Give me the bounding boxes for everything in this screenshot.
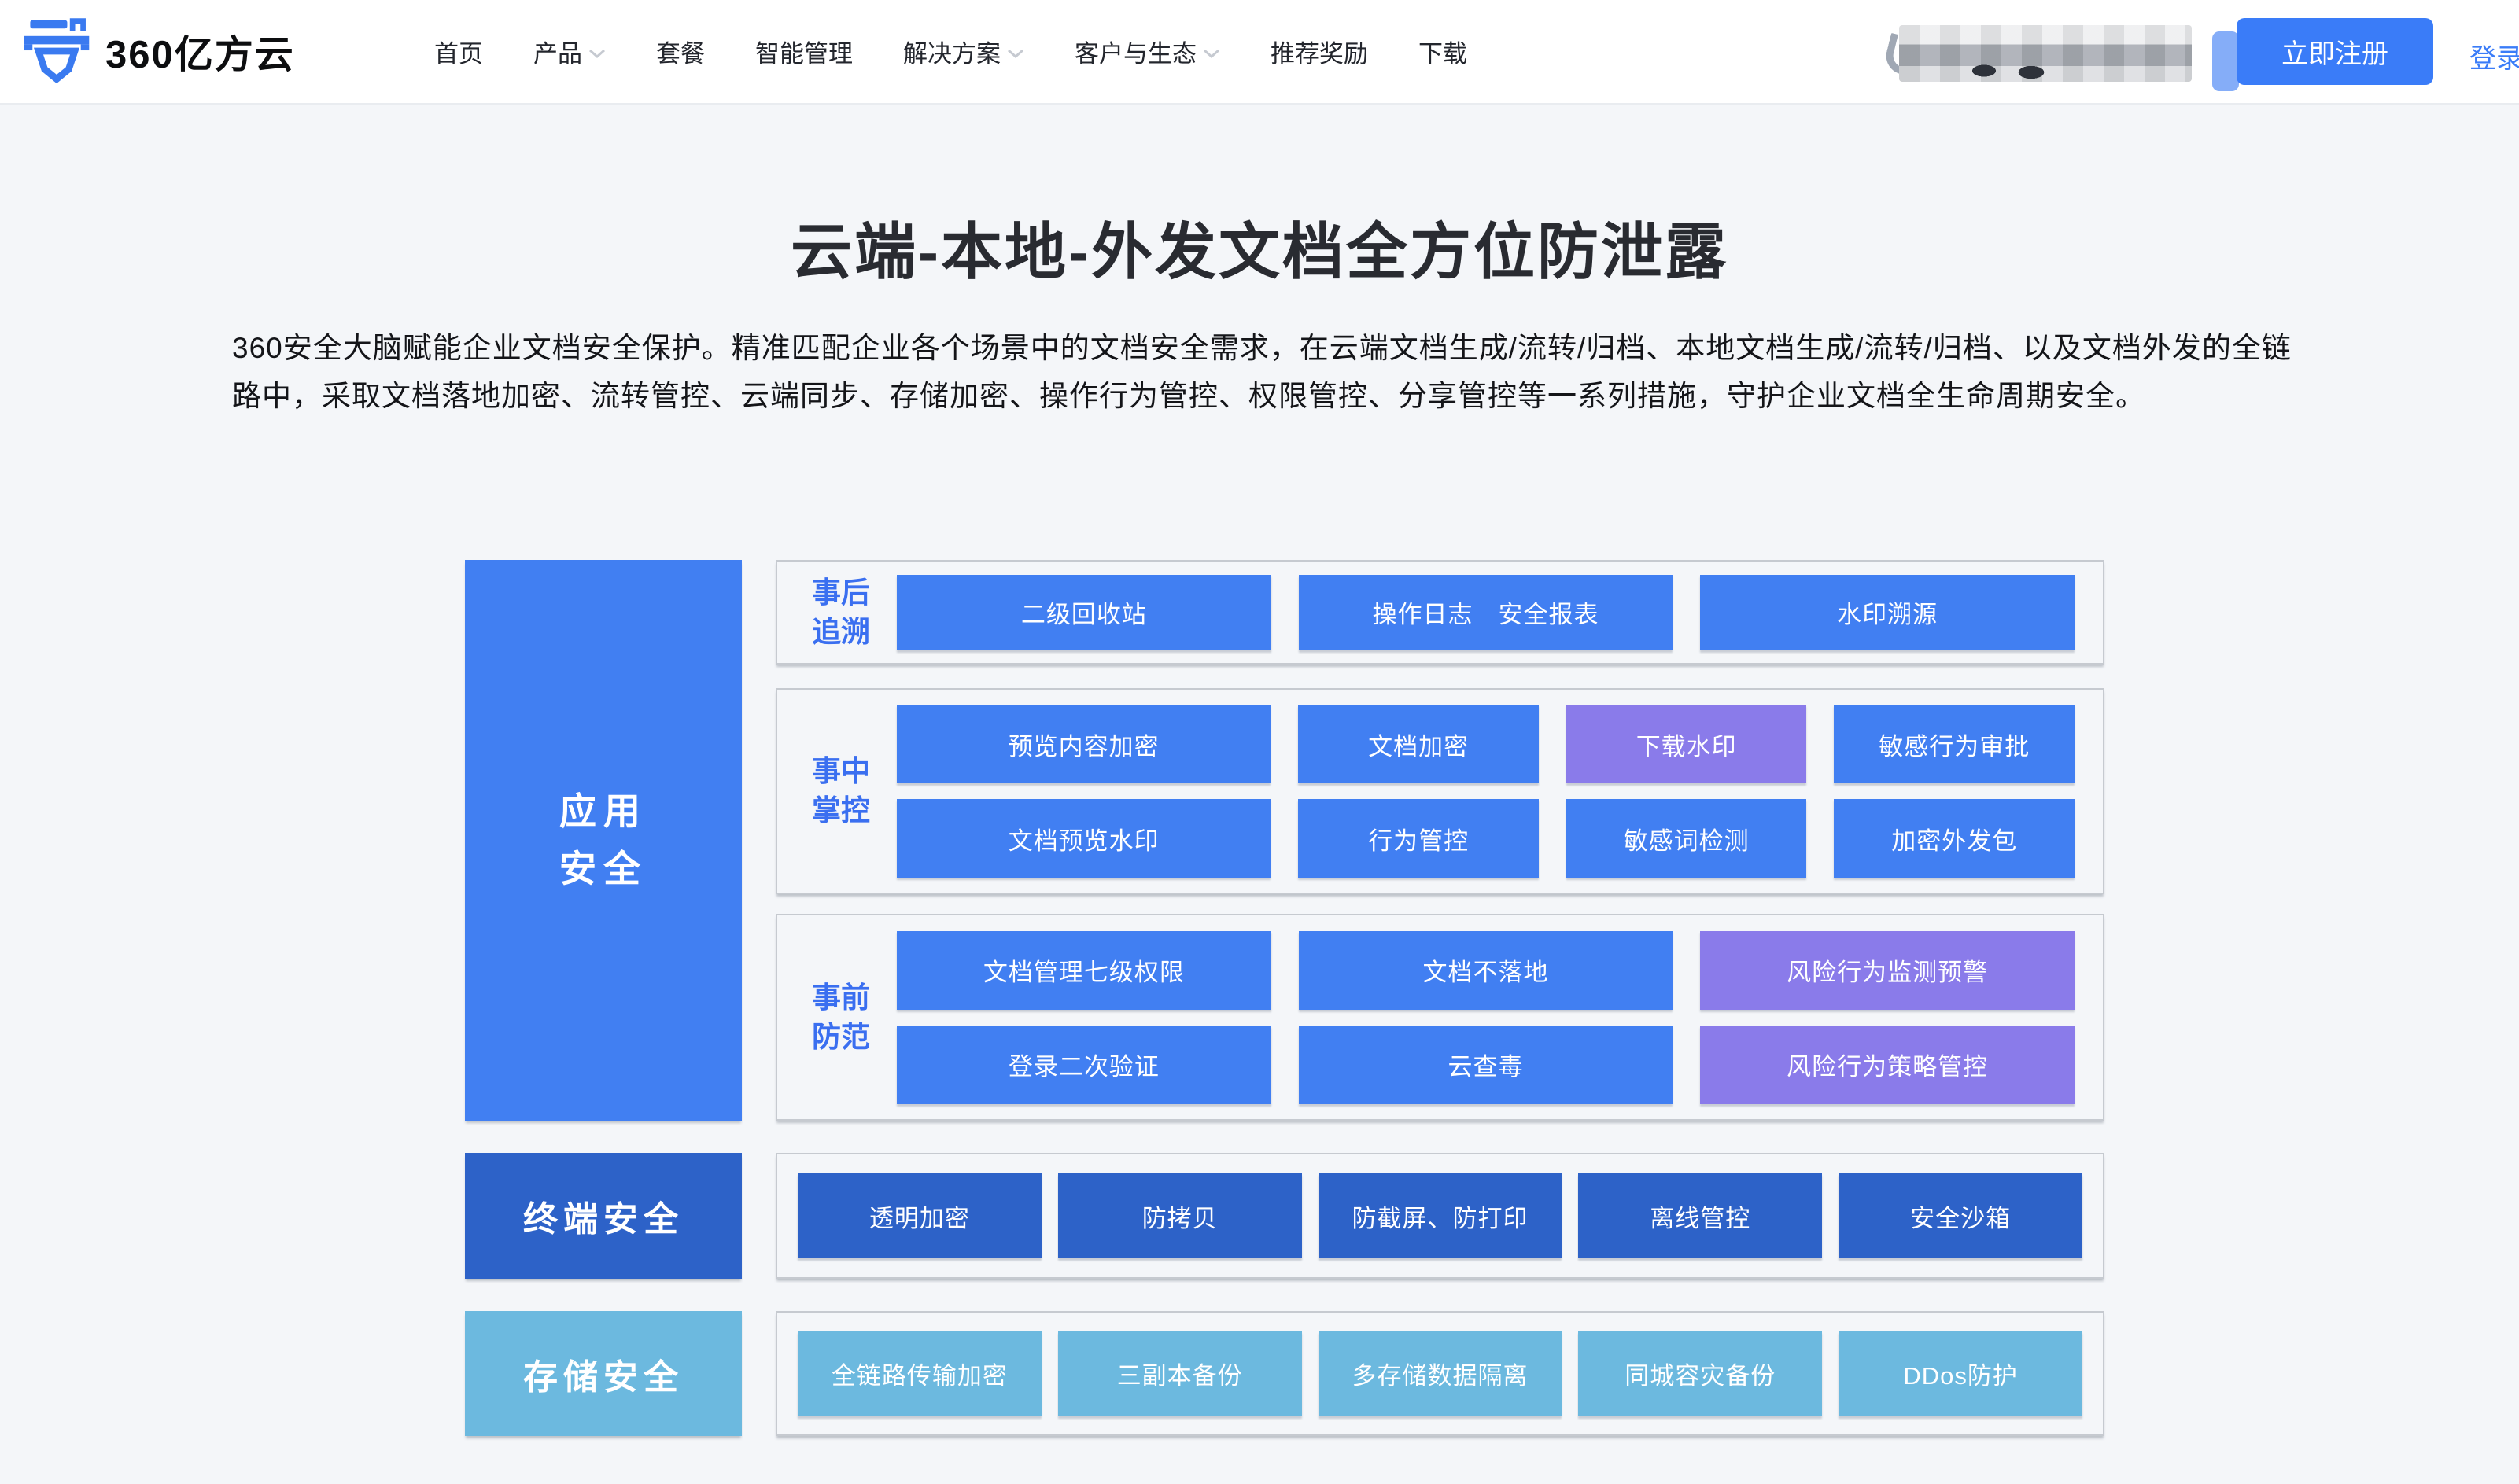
feature-box: 下载水印 <box>1566 705 1807 783</box>
stage-row-after-tracing: 事后 追溯 二级回收站 操作日志 安全报表 水印溯源 <box>776 560 2104 665</box>
logo-icon <box>24 18 90 84</box>
nav-item-referral-rewards[interactable]: 推荐奖励 <box>1271 34 1368 69</box>
stage-row-storage-security: 全链路传输加密 三副本备份 多存储数据隔离 同城容灾备份 DDos防护 <box>776 1311 2104 1436</box>
chevron-down-icon <box>1008 49 1023 58</box>
feature-grid: 文档管理七级权限 文档不落地 风险行为监测预警 登录二次验证 云查毒 风险行为策… <box>897 930 2075 1104</box>
nav-item-label: 下载 <box>1418 40 1467 68</box>
register-button[interactable]: 立即注册 <box>2237 18 2433 85</box>
feature-grid: 预览内容加密 文档加密 下载水印 敏感行为审批 文档预览水印 行为管控 敏感词检… <box>897 705 2075 878</box>
logo[interactable]: 360亿方云 <box>19 13 295 89</box>
feature-box: 同城容灾备份 <box>1578 1331 1823 1416</box>
feature-box: 文档不落地 <box>1298 930 1673 1010</box>
feature-box: 水印溯源 <box>1700 574 2075 650</box>
feature-box: 云查毒 <box>1298 1025 1673 1104</box>
feature-box: 离线管控 <box>1578 1173 1823 1258</box>
nav-item-solutions[interactable]: 解决方案 <box>903 34 1024 69</box>
feature-box: 风险行为监测预警 <box>1700 930 2075 1010</box>
nav-item-label: 解决方案 <box>903 40 1001 68</box>
feature-box: 二级回收站 <box>897 574 1271 650</box>
left-box-terminal-security: 终端安全 <box>465 1153 742 1279</box>
feature-box: 加密外发包 <box>1834 799 2075 878</box>
feature-box: 文档预览水印 <box>897 799 1271 878</box>
feature-box: 文档管理七级权限 <box>897 930 1271 1010</box>
feature-box: 敏感行为审批 <box>1834 705 2075 783</box>
left-box-label: 终端安全 <box>523 1200 684 1239</box>
stage-label: 事中 掌控 <box>812 755 870 827</box>
feature-box: 透明加密 <box>798 1173 1042 1258</box>
nav-item-label: 客户与生态 <box>1075 40 1197 68</box>
stage-row-terminal-security: 透明加密 防拷贝 防截屏、防打印 离线管控 安全沙箱 <box>776 1153 2104 1279</box>
feature-grid: 透明加密 防拷贝 防截屏、防打印 离线管控 安全沙箱 <box>798 1173 2082 1258</box>
feature-box: 行为管控 <box>1298 799 1539 878</box>
page-title: 云端-本地-外发文档全方位防泄露 <box>791 217 1728 286</box>
nav-item-products[interactable]: 产品 <box>533 34 606 69</box>
register-side-tab <box>2212 31 2239 91</box>
security-diagram: 应用 安全 终端安全 存储安全 事后 追溯 二级回收站 操作日志 安全报表 水印… <box>465 560 2104 1436</box>
left-box-application-security: 应用 安全 <box>465 560 742 1121</box>
nav-item-smart-management[interactable]: 智能管理 <box>755 34 853 69</box>
stage-label: 事后 追溯 <box>812 576 870 648</box>
left-box-label: 存储安全 <box>523 1357 684 1397</box>
nav-item-plans[interactable]: 套餐 <box>656 34 705 69</box>
chevron-down-icon <box>1204 49 1219 58</box>
nav-item-customers-ecosystem[interactable]: 客户与生态 <box>1075 34 1220 69</box>
top-navbar: 360亿方云 首页 产品 套餐 智能管理 解决方案 客户与生态 推荐奖励 下载 … <box>0 0 2519 105</box>
feature-box: DDos防护 <box>1839 1331 2082 1416</box>
chevron-down-icon <box>589 49 605 58</box>
left-box-label: 应用 安全 <box>559 790 647 889</box>
stage-label: 事前 防范 <box>812 981 870 1053</box>
page-description: 360安全大脑赋能企业文档安全保护。精准匹配企业各个场景中的文档安全需求，在云端… <box>232 332 2292 412</box>
nav-item-label: 产品 <box>533 40 582 68</box>
stage-row-in-process-control: 事中 掌控 预览内容加密 文档加密 下载水印 敏感行为审批 文档预览水印 行为管… <box>776 688 2104 894</box>
feature-box: 三副本备份 <box>1057 1331 1302 1416</box>
feature-box: 风险行为策略管控 <box>1700 1025 2075 1104</box>
feature-box: 登录二次验证 <box>897 1025 1271 1104</box>
nav-item-label: 推荐奖励 <box>1271 40 1368 68</box>
feature-box: 敏感词检测 <box>1566 799 1807 878</box>
feature-box: 防拷贝 <box>1057 1173 1302 1258</box>
left-box-storage-security: 存储安全 <box>465 1311 742 1436</box>
primary-nav: 首页 产品 套餐 智能管理 解决方案 客户与生态 推荐奖励 下载 <box>434 0 1467 103</box>
nav-item-download[interactable]: 下载 <box>1418 34 1467 69</box>
nav-item-home[interactable]: 首页 <box>434 34 483 69</box>
feature-box: 文档加密 <box>1298 705 1539 783</box>
feature-box: 多存储数据隔离 <box>1318 1331 1562 1416</box>
feature-box: 操作日志 安全报表 <box>1298 574 1673 650</box>
nav-item-label: 智能管理 <box>755 40 853 68</box>
nav-item-label: 首页 <box>434 40 483 68</box>
stage-row-pre-prevention: 事前 防范 文档管理七级权限 文档不落地 风险行为监测预警 登录二次验证 云查毒… <box>776 914 2104 1121</box>
feature-box: 防截屏、防打印 <box>1318 1173 1562 1258</box>
blurred-phone-number <box>1899 25 2192 82</box>
nav-item-label: 套餐 <box>656 40 705 68</box>
feature-box: 预览内容加密 <box>897 705 1271 783</box>
feature-box: 安全沙箱 <box>1839 1173 2082 1258</box>
logo-text: 360亿方云 <box>105 33 295 76</box>
feature-grid: 二级回收站 操作日志 安全报表 水印溯源 <box>897 574 2075 650</box>
feature-box: 全链路传输加密 <box>798 1331 1042 1416</box>
feature-grid: 全链路传输加密 三副本备份 多存储数据隔离 同城容灾备份 DDos防护 <box>798 1331 2082 1416</box>
login-link[interactable]: 登录 <box>2469 44 2519 74</box>
